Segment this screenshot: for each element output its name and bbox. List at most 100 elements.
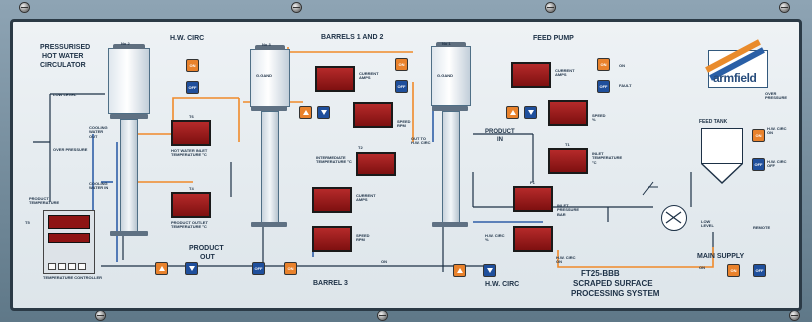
control-panel: armfield PRESSURISED HOT WATER CIRCULATO…: [10, 19, 802, 311]
speed-pct-label: SPEED %: [592, 113, 606, 123]
arrow-up-icon: [158, 266, 165, 271]
pv-display: [48, 215, 90, 229]
section-title-hw-circ-bottom: H.W. CIRC: [485, 281, 520, 288]
tube-flange: [432, 106, 468, 111]
arrow-down-icon: [188, 266, 195, 271]
t2-label: T2: [358, 145, 363, 150]
heat-exchanger-tube: [120, 119, 138, 233]
feed-pump-speed-display: [548, 100, 588, 126]
main-supply-off-button[interactable]: OFF: [753, 264, 766, 277]
sv-display: [48, 233, 90, 243]
vessel-label: No 2: [121, 41, 130, 46]
hw-circ-off-right-button[interactable]: OFF: [752, 158, 765, 171]
speed-rpm-3-label: SPEED RPM: [356, 233, 370, 243]
button-label: ON: [755, 133, 762, 138]
button-label: OFF: [188, 85, 197, 90]
screw-icon: [292, 3, 301, 12]
p1-label: P1: [530, 180, 535, 185]
tube-flange: [110, 231, 148, 236]
t1-display: [548, 148, 588, 174]
barrels-off-button[interactable]: OFF: [395, 80, 408, 93]
hw-circ-off-button[interactable]: OFF: [186, 81, 199, 94]
speed-rpm-label: SPEED RPM: [397, 119, 411, 129]
barrel-3-on-label: ON: [381, 259, 387, 264]
barrel-3-speed-up-button[interactable]: [155, 262, 168, 275]
barrel-3-motor: [250, 45, 290, 107]
t5-label: T5: [25, 220, 30, 225]
t1-caption: INLET TEMPERATURE °C: [592, 151, 623, 165]
barrel-1-motor: [431, 42, 471, 106]
hot-water-vessel: [108, 44, 150, 114]
screw-icon: [96, 311, 105, 320]
button-label: OFF: [599, 84, 608, 89]
arrow-down-icon: [486, 268, 493, 273]
t6-display: [171, 120, 211, 146]
feed-tank-cone-inner: [703, 164, 741, 182]
section-title-circulator: CIRCULATOR: [40, 62, 86, 69]
screw-icon: [790, 311, 799, 320]
feed-pump-off-button[interactable]: OFF: [597, 80, 610, 93]
arrow-up-icon: [302, 110, 309, 115]
screw-icon: [546, 3, 555, 12]
section-title-feed-pump: FEED PUMP: [533, 35, 574, 42]
cooling-water-out-label: COOLING WATER OUT: [89, 125, 108, 139]
barrel-3-speed-down-button[interactable]: [185, 262, 198, 275]
section-title-hot-water: HOT WATER: [42, 53, 84, 60]
feed-tank-label: FEED TANK: [699, 119, 728, 125]
barrel-speed-down-button[interactable]: [317, 106, 330, 119]
barrel-3-tube: [261, 111, 279, 225]
t1-label: T1: [565, 142, 570, 147]
button-label: ON: [287, 266, 294, 271]
section-title-pressurised: PRESSURISED: [40, 44, 91, 51]
p1-display: [513, 186, 553, 212]
feed-speed-down-button[interactable]: [524, 106, 537, 119]
controller-key[interactable]: [48, 263, 56, 270]
main-supply-on-button[interactable]: ON: [727, 264, 740, 277]
button-label: ON: [600, 62, 607, 67]
button-label: OFF: [755, 268, 764, 273]
tube-flange: [251, 106, 287, 111]
hw-circ-up-button[interactable]: [453, 264, 466, 277]
controller-key[interactable]: [78, 263, 86, 270]
screw-icon: [780, 3, 789, 12]
barrel-3-off-button[interactable]: OFF: [252, 262, 265, 275]
armfield-logo: armfield: [705, 39, 768, 88]
t6-caption: HOT WATER INLET TEMPERATURE °C: [171, 148, 208, 158]
hw-circ-on-right-button[interactable]: ON: [752, 129, 765, 142]
barrel-speed-up-button[interactable]: [299, 106, 312, 119]
temperature-controller-label: TEMPERATURE CONTROLLER: [43, 275, 103, 280]
hw-circ-on-label: H.W. CIRC ON: [556, 255, 576, 265]
barrel-current-display: [315, 66, 355, 92]
arrow-down-icon: [527, 110, 534, 115]
button-label: ON: [189, 63, 196, 68]
feed-current-label: CURRENT AMPS: [555, 68, 575, 78]
barrels-on-button[interactable]: ON: [395, 58, 408, 71]
hw-circ-on-button[interactable]: ON: [186, 59, 199, 72]
feed-pump-on-button[interactable]: ON: [597, 58, 610, 71]
screw-icon: [20, 3, 29, 12]
screw-icon: [378, 311, 387, 320]
temperature-controller: [43, 210, 95, 274]
feed-fault-label: FAULT: [619, 83, 632, 88]
hw-circ-down-button[interactable]: [483, 264, 496, 277]
hw-circ-pct-label: H.W. CIRC %: [485, 233, 505, 243]
controller-key[interactable]: [68, 263, 76, 270]
section-title-barrels: BARRELS 1 AND 2: [321, 34, 384, 41]
section-title-barrel-3: BARREL 3: [313, 280, 348, 287]
over-pressure-label: OVER PRESSURE: [53, 147, 88, 152]
p1-caption: INLET PRESSURE BAR: [557, 203, 580, 217]
main-on-label: ON: [699, 265, 705, 270]
vessel-label: No 3: [262, 42, 271, 47]
arrow-up-icon: [456, 268, 463, 273]
remote-label: REMOTE: [753, 225, 771, 230]
brand-name: armfield: [713, 71, 757, 85]
t6-label: T6: [189, 114, 194, 119]
barrel-3-on-button[interactable]: ON: [284, 262, 297, 275]
low-level-label: LOW LEVEL: [53, 92, 77, 97]
controller-key[interactable]: [58, 263, 66, 270]
feed-speed-up-button[interactable]: [506, 106, 519, 119]
t4-display: [171, 192, 211, 218]
button-label: OFF: [754, 162, 763, 167]
arrow-up-icon: [509, 110, 516, 115]
